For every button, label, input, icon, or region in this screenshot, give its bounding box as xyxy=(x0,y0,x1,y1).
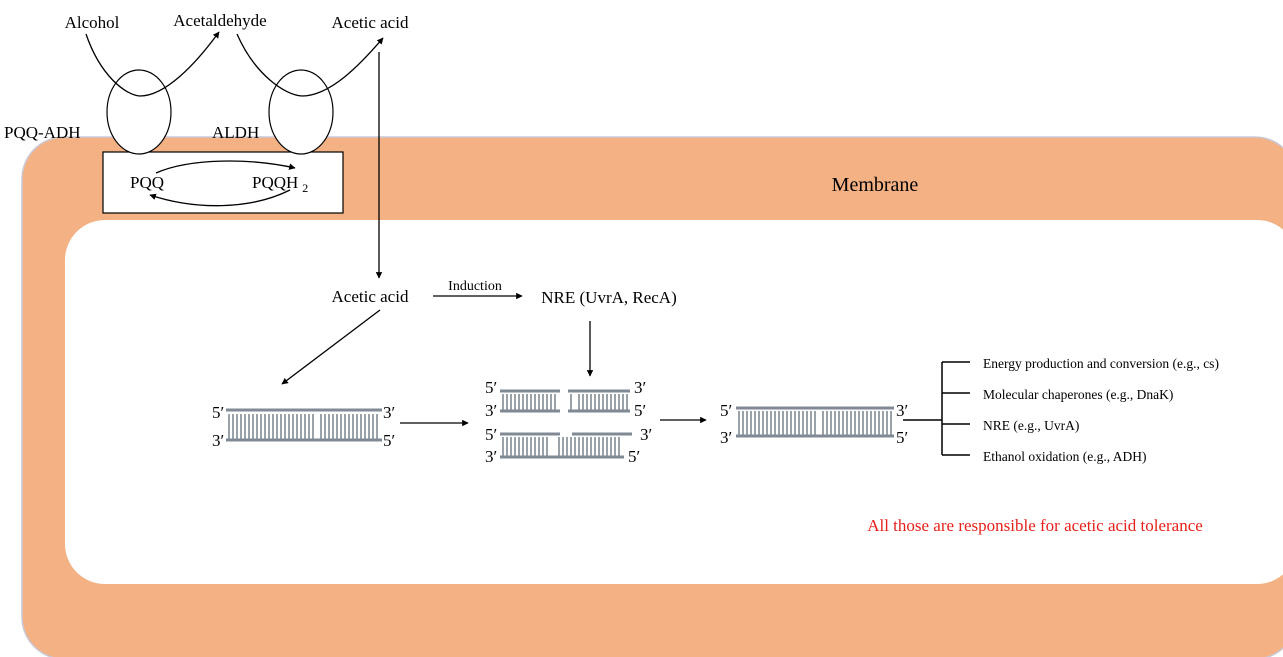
aldh-label: ALDH xyxy=(212,123,259,142)
dna3-five-prime-top: 5′ xyxy=(485,425,497,444)
pqq-adh-enzyme xyxy=(107,70,171,154)
induction-label: Induction xyxy=(448,279,502,294)
dna4-three-prime-top: 3′ xyxy=(896,401,908,420)
effect-item-3: NRE (e.g., UvrA) xyxy=(983,418,1079,433)
dna4-three-prime-bottom: 3′ xyxy=(720,428,732,447)
dna2-three-prime-top: 3′ xyxy=(634,378,646,397)
dna2-five-prime-top: 5′ xyxy=(485,378,497,397)
dna4-five-prime-top: 5′ xyxy=(720,401,732,420)
membrane-label: Membrane xyxy=(832,174,919,196)
dna2-five-prime-bottom: 5′ xyxy=(634,401,646,420)
nre-label: NRE (UvrA, RecA) xyxy=(541,288,677,307)
effect-item-2: Molecular chaperones (e.g., DnaK) xyxy=(983,387,1173,402)
dna1-five-prime-bottom: 5′ xyxy=(383,431,395,450)
effect-item-1: Energy production and conversion (e.g., … xyxy=(983,356,1219,371)
effect-item-4: Ethanol oxidation (e.g., ADH) xyxy=(983,449,1146,464)
acetaldehyde-label: Acetaldehyde xyxy=(173,11,266,30)
tolerance-note: All those are responsible for acetic aci… xyxy=(867,516,1203,535)
acetic-acid-outside-label: Acetic acid xyxy=(332,13,409,32)
dna1-five-prime-top: 5′ xyxy=(212,403,224,422)
pqqh2-subscript: 2 xyxy=(302,181,308,195)
pqq-label: PQQ xyxy=(130,173,164,192)
pqq-adh-label: PQQ-ADH xyxy=(4,123,81,142)
dna2-three-prime-bottom: 3′ xyxy=(485,401,497,420)
dna1-three-prime-bottom: 3′ xyxy=(212,431,224,450)
dna3-five-prime-bottom: 5′ xyxy=(628,447,640,466)
aldh-enzyme xyxy=(269,70,333,154)
dna4-five-prime-bottom: 5′ xyxy=(896,428,908,447)
acetic-acid-inside-label: Acetic acid xyxy=(332,287,409,306)
dna1-three-prime-top: 3′ xyxy=(383,403,395,422)
dna3-three-prime-top: 3′ xyxy=(640,425,652,444)
dna3-three-prime-bottom: 3′ xyxy=(485,447,497,466)
alcohol-label: Alcohol xyxy=(65,13,120,32)
